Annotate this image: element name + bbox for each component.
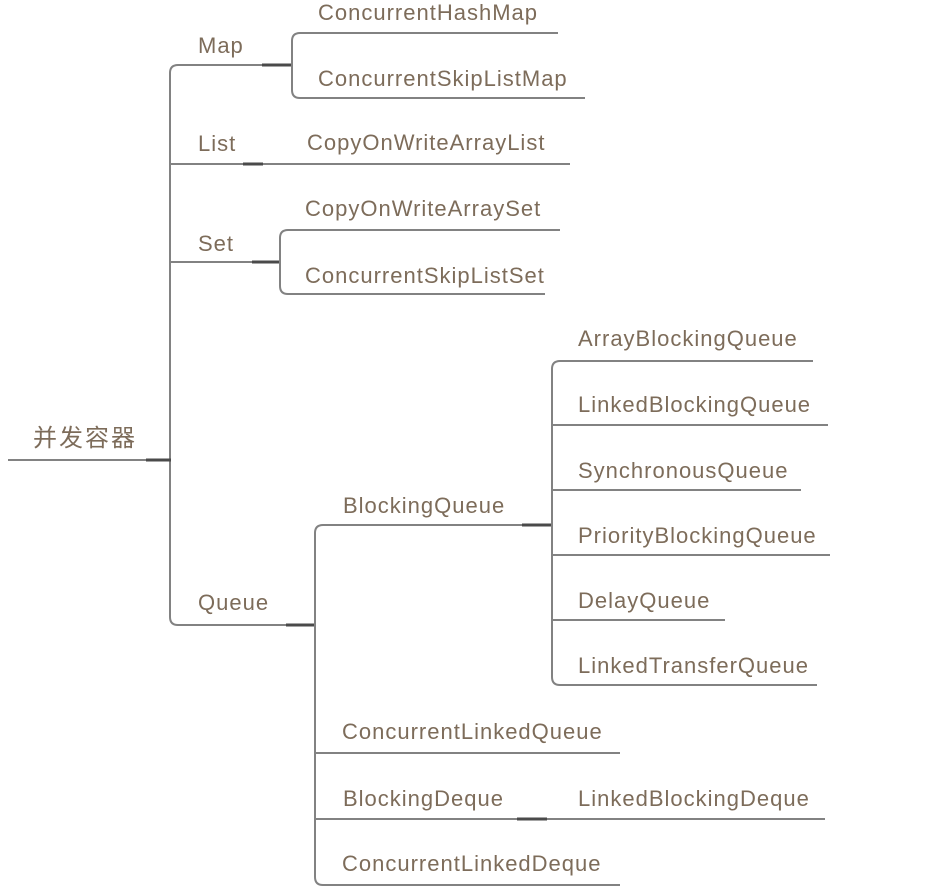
connector-trunk bbox=[169, 64, 179, 626]
node-priorityblockingqueue: PriorityBlockingQueue bbox=[578, 523, 817, 548]
node-queue: Queue bbox=[198, 590, 270, 615]
connector-queue-bracket bbox=[314, 524, 324, 886]
node-list: List bbox=[198, 131, 237, 156]
node-concurrentskiplistmap: ConcurrentSkipListMap bbox=[318, 66, 568, 91]
node-blockingqueue: BlockingQueue bbox=[343, 493, 506, 518]
node-blockingdeque: BlockingDeque bbox=[343, 786, 504, 811]
node-map: Map bbox=[198, 33, 244, 58]
node-copyonwritearrayset: CopyOnWriteArraySet bbox=[305, 196, 542, 221]
node-concurrentskiplistset: ConcurrentSkipListSet bbox=[305, 263, 545, 288]
node-linkedblockingqueue: LinkedBlockingQueue bbox=[578, 392, 812, 417]
node-synchronousqueue: SynchronousQueue bbox=[578, 458, 789, 483]
node-arrayblockingqueue: ArrayBlockingQueue bbox=[578, 326, 798, 351]
connector-blockingqueue-bracket bbox=[551, 360, 561, 686]
node-delayqueue: DelayQueue bbox=[578, 588, 711, 613]
node-root: 并发容器 bbox=[33, 425, 137, 452]
node-concurrenthashmap: ConcurrentHashMap bbox=[318, 0, 538, 25]
connector-map-bracket bbox=[291, 32, 301, 99]
node-linkedtransferqueue: LinkedTransferQueue bbox=[578, 653, 809, 678]
node-copyonwritearraylist: CopyOnWriteArrayList bbox=[307, 130, 546, 155]
node-concurrentlinkedqueue: ConcurrentLinkedQueue bbox=[342, 719, 603, 744]
node-set: Set bbox=[198, 231, 235, 256]
node-concurrentlinkeddeque: ConcurrentLinkedDeque bbox=[342, 851, 602, 876]
node-linkedblockingdeque: LinkedBlockingDeque bbox=[578, 786, 810, 811]
connector-set-bracket bbox=[279, 229, 289, 295]
